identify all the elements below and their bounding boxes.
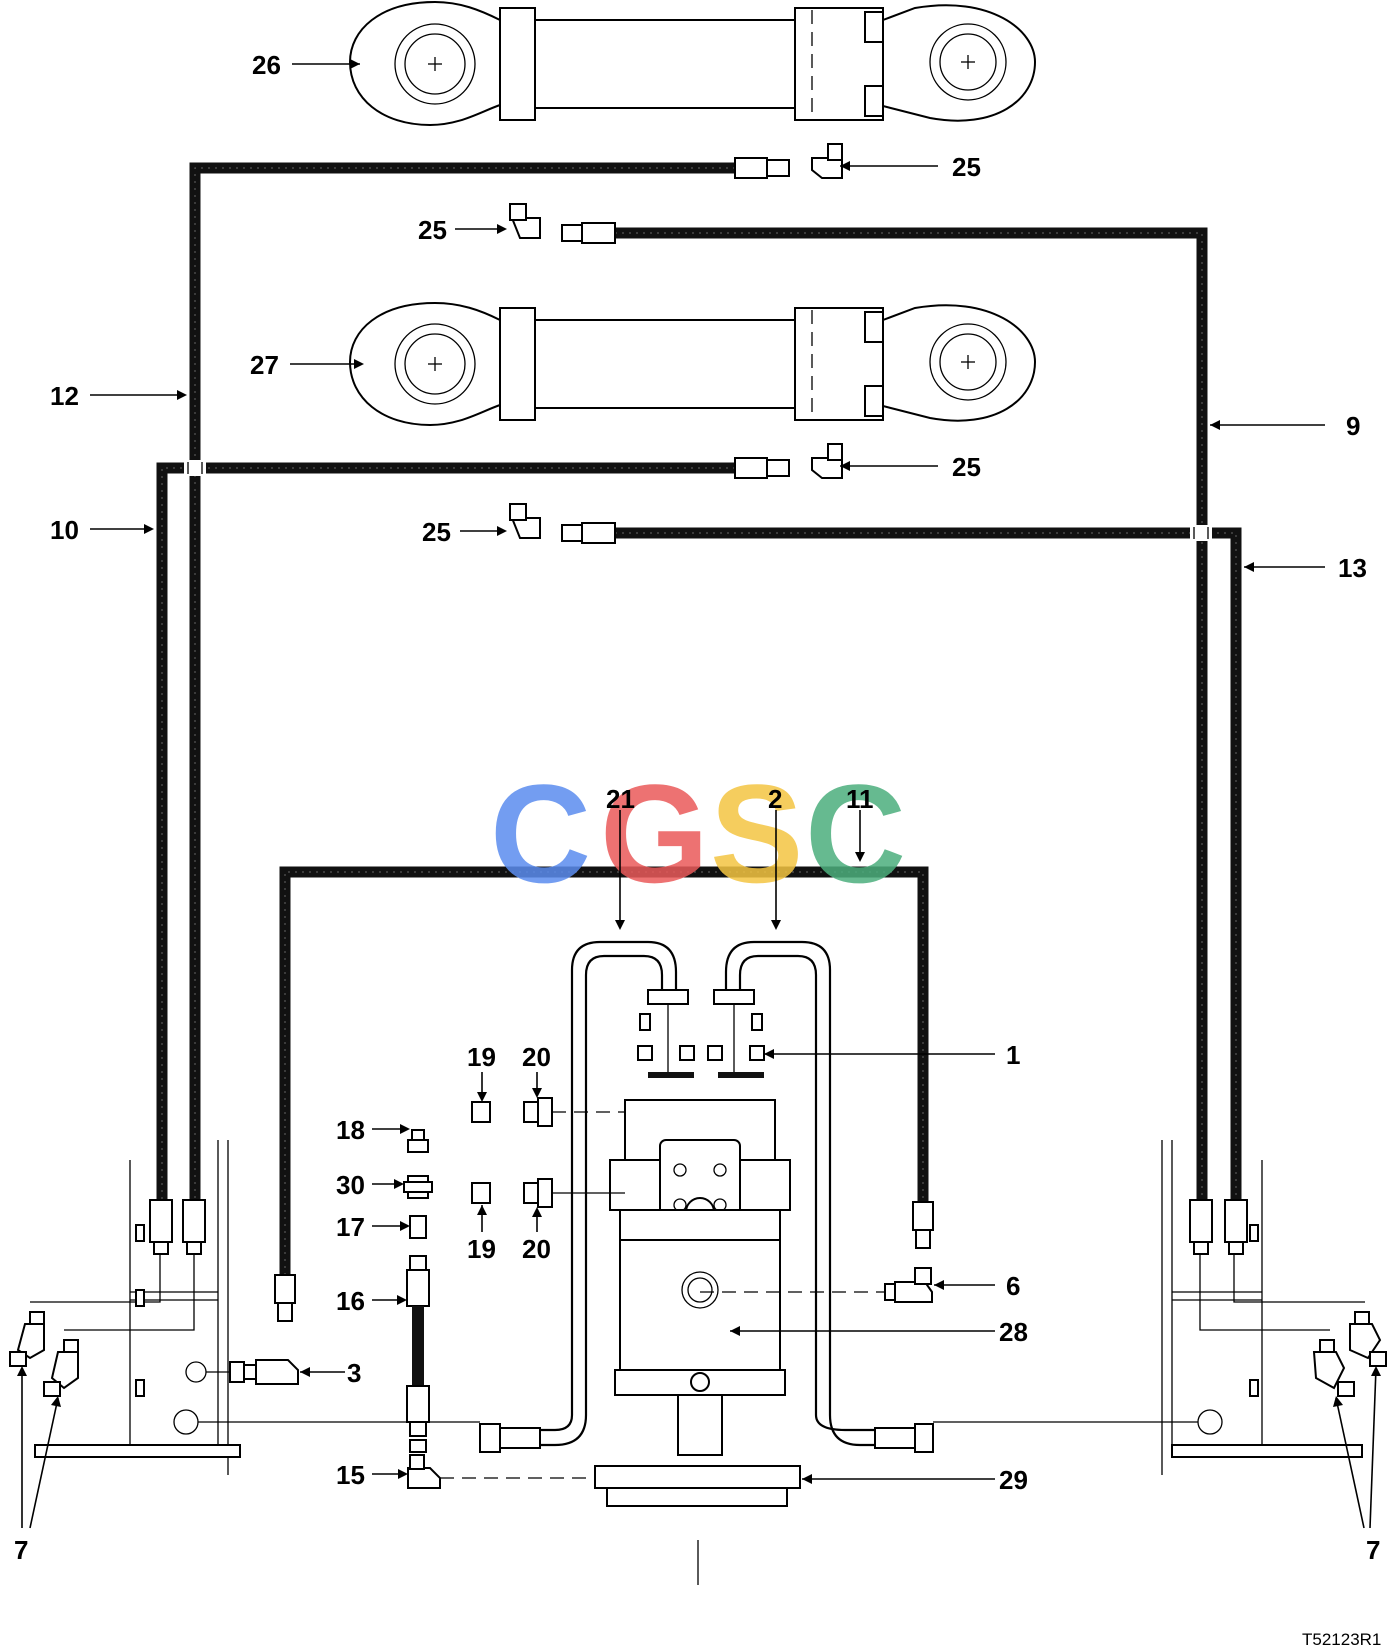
mounting-plate-29 [594, 1465, 801, 1507]
callout-25-lower-left: 25 [422, 517, 451, 547]
callout-29: 29 [999, 1465, 1028, 1495]
callout-18: 18 [336, 1115, 365, 1145]
callout-26: 26 [252, 50, 281, 80]
elbow-fitting-25 [509, 143, 843, 539]
hydraulic-cylinder-27 [348, 301, 1037, 427]
leader-lines [17, 59, 1381, 1529]
rotator-motor-28 [609, 1099, 791, 1456]
hose-end-fittings [561, 157, 790, 544]
callout-27: 27 [250, 350, 279, 380]
elbow-fitting-6 [700, 1267, 933, 1303]
hose-12 [189, 162, 735, 1205]
callout-labels: 26 25 25 27 12 9 25 10 25 13 21 2 11 1 1… [14, 50, 1381, 1649]
callout-1: 1 [1006, 1040, 1020, 1070]
grease-fitting-stack [403, 1129, 590, 1489]
callout-15: 15 [336, 1460, 365, 1490]
watermark-letter: G [600, 755, 709, 912]
callout-16: 16 [336, 1286, 365, 1316]
callout-17: 17 [336, 1212, 365, 1242]
watermark-logo: C G S C [490, 755, 906, 912]
callout-9: 9 [1346, 411, 1360, 441]
callout-3: 3 [347, 1358, 361, 1388]
callout-13: 13 [1338, 553, 1367, 583]
hose-10 [156, 462, 735, 1205]
callout-11: 11 [846, 784, 874, 814]
callout-7-left: 7 [14, 1535, 28, 1565]
callout-19-upper: 19 [467, 1042, 496, 1072]
callout-19-lower: 19 [467, 1234, 496, 1264]
watermark-letter: S [710, 755, 803, 912]
hose-13 [615, 527, 1242, 1205]
callout-2: 2 [768, 784, 782, 814]
callout-30: 30 [336, 1170, 365, 1200]
plug-19-and-adapter-20 [471, 1097, 625, 1208]
left-frame-bracket [9, 1140, 480, 1475]
watermark-letter: C [805, 755, 906, 912]
callout-20-lower: 20 [522, 1234, 551, 1264]
tube-21 [570, 940, 689, 1415]
watermark-letter: C [490, 755, 591, 912]
callout-6: 6 [1006, 1271, 1020, 1301]
tube-2 [713, 940, 832, 1415]
callout-20-upper: 20 [522, 1042, 551, 1072]
callout-25-middle: 25 [952, 452, 981, 482]
callout-12: 12 [50, 381, 79, 411]
callout-7-right: 7 [1366, 1535, 1380, 1565]
figure-id: T52123R1 [1302, 1630, 1381, 1649]
callout-10: 10 [50, 515, 79, 545]
callout-25-top: 25 [952, 152, 981, 182]
callout-21: 21 [606, 784, 635, 814]
callout-28: 28 [999, 1317, 1028, 1347]
hose-9 [615, 227, 1208, 1205]
tube-lower-fittings [479, 1414, 934, 1453]
hydraulic-cylinder-26 [348, 0, 1037, 127]
right-frame-bracket [933, 1140, 1387, 1475]
flange-kit-1 [637, 1013, 765, 1078]
callout-25-upper-left: 25 [418, 215, 447, 245]
hose-11 [279, 866, 929, 1275]
